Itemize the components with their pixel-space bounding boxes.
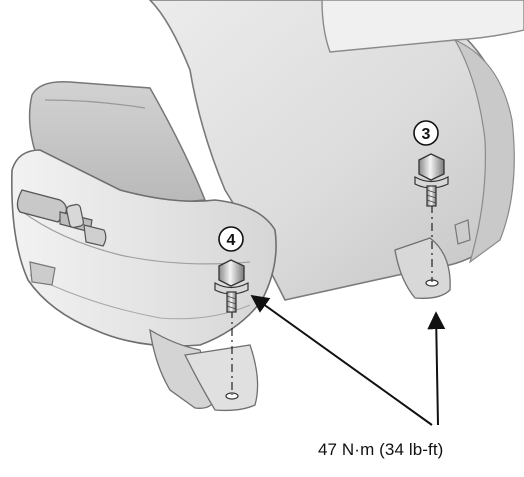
bolt-front [214, 259, 249, 313]
callout-3-number: 3 [422, 126, 431, 143]
bolt-hole-front [225, 392, 239, 400]
callout-4: 4 [218, 226, 244, 252]
seat-rail-front [184, 344, 259, 412]
seat-frame-front [149, 328, 216, 409]
seat-leg-left [29, 261, 56, 286]
bolt-rear [414, 153, 449, 207]
callout-3: 3 [413, 120, 439, 146]
callout-4-number: 4 [227, 232, 236, 249]
torque-arrow-rear [427, 311, 446, 426]
torque-arrow-front [250, 294, 433, 426]
seat-back-side [453, 38, 515, 264]
seat-adjust-switches [16, 189, 107, 247]
torque-spec-label: 47 N·m (34 lb-ft) [318, 440, 444, 459]
seat-leg-right [454, 219, 471, 245]
